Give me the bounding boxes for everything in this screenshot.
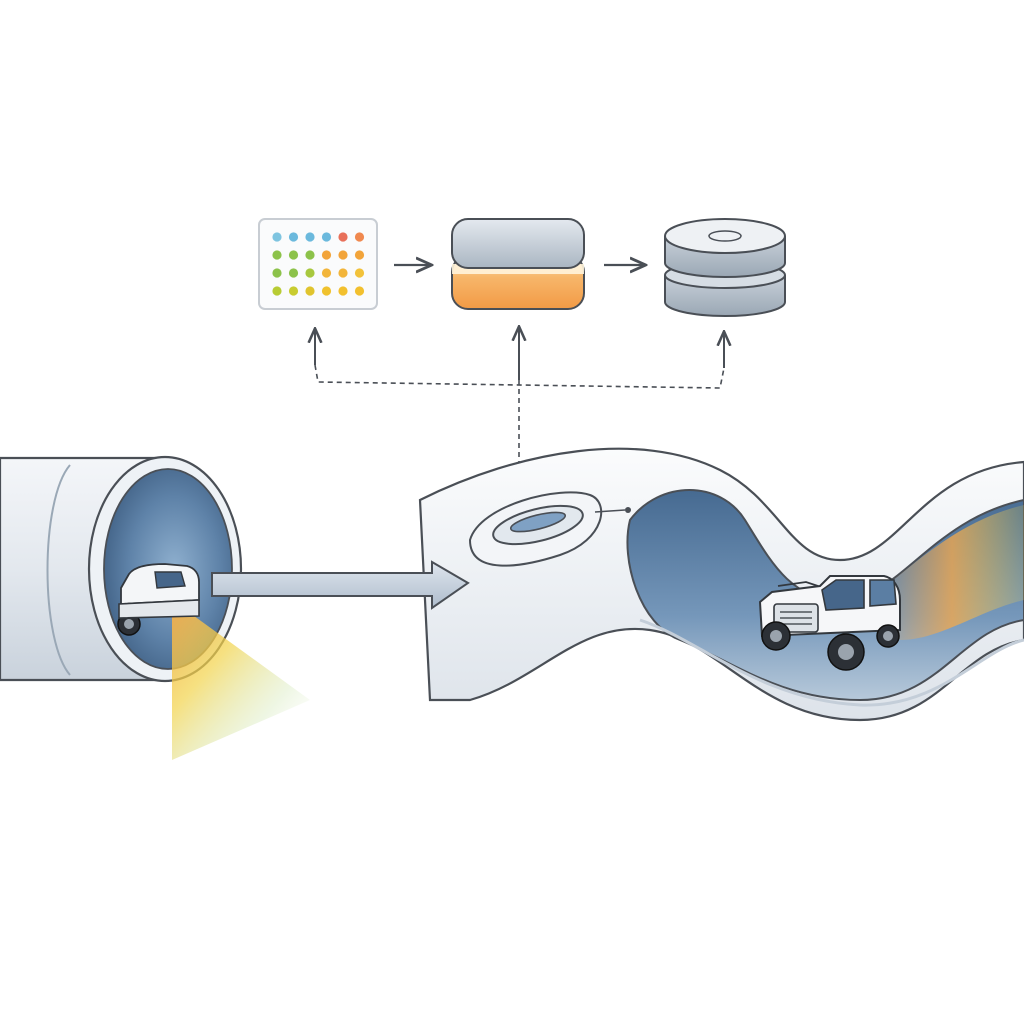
storage-disk-node (664, 218, 786, 317)
grid-dot (305, 232, 315, 242)
tunnel-sensor (468, 491, 631, 567)
grid-dot (288, 250, 299, 260)
grid-dot (288, 268, 299, 278)
grid-dot (288, 232, 299, 242)
grid-dot (305, 286, 315, 296)
grid-dot (272, 250, 282, 260)
grid-dot (305, 250, 315, 260)
grid-dot (321, 268, 332, 278)
grid-dot (272, 286, 282, 296)
grid-dot (272, 268, 282, 278)
grid-dot (338, 268, 348, 278)
grid-dot (321, 286, 332, 296)
suv-icon (758, 575, 901, 671)
grid-dot (354, 250, 365, 260)
grid-dot (354, 232, 365, 242)
vehicle-right (758, 575, 901, 671)
dot-grid-icon (272, 232, 365, 296)
grid-dot (305, 268, 315, 278)
grid-dot (321, 250, 332, 260)
sensor-grid-node (258, 218, 378, 310)
scan-beam (172, 600, 310, 760)
grid-dot (354, 268, 365, 278)
wave-track (418, 447, 1024, 722)
grid-dot (321, 232, 332, 242)
database-disk-icon (664, 218, 786, 317)
grid-dot (338, 286, 348, 296)
processing-block-node (451, 218, 585, 310)
suv-icon (117, 563, 200, 636)
grid-dot (354, 286, 365, 296)
grid-dot (288, 286, 299, 296)
grid-dot (338, 232, 348, 242)
vehicle-left (117, 563, 200, 636)
grid-dot (272, 232, 282, 242)
grid-dot (338, 250, 348, 260)
flow-arrow (211, 560, 470, 610)
stacked-block-icon (451, 218, 585, 310)
